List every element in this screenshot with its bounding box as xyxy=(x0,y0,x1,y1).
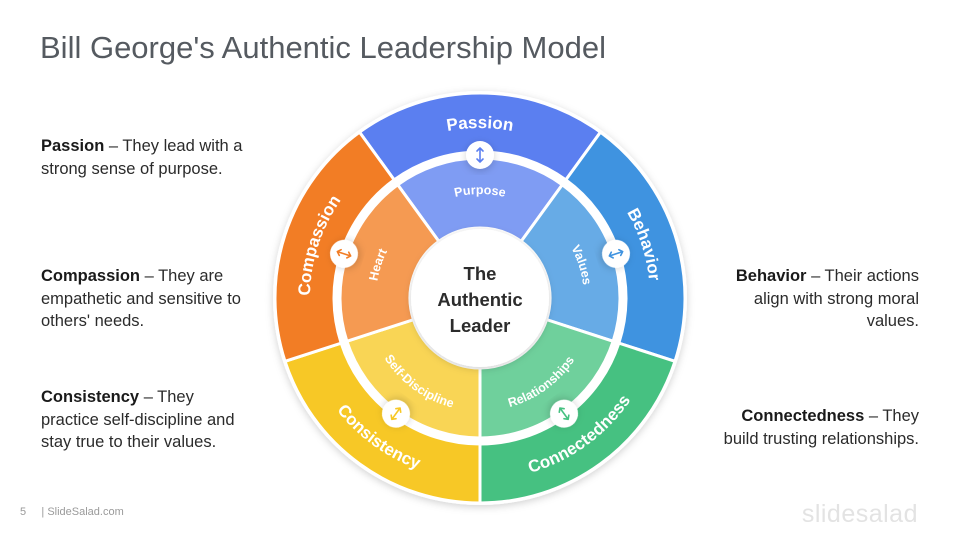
page-number: 5 xyxy=(20,506,27,518)
footer-site: | SlideSalad.com xyxy=(41,506,124,518)
compassion-term: Compassion xyxy=(41,267,141,285)
behavior-text: – Their actions align with strong moral … xyxy=(753,267,919,330)
consistency-description: Consistency – They practice self-discipl… xyxy=(41,386,241,454)
behavior-double-arrow-icon xyxy=(602,239,631,268)
consistency-double-arrow-icon xyxy=(381,399,410,428)
center-circle xyxy=(411,229,549,367)
center-title-line3: Leader xyxy=(450,315,511,336)
passion-inner-segment xyxy=(395,156,565,244)
compassion-inner-segment xyxy=(338,182,441,344)
behavior-term: Behavior xyxy=(735,267,807,285)
connectedness-double-arrow-icon xyxy=(550,399,579,428)
passion-outer-label: Passion xyxy=(445,113,515,135)
connectedness-term: Connectedness xyxy=(741,407,865,425)
consistency-inner-segment xyxy=(344,317,482,440)
brand-logo: slidesalad xyxy=(801,500,918,528)
center-title-line1: The xyxy=(464,263,497,284)
page-title: Bill George's Authentic Leadership Model xyxy=(40,30,606,65)
compassion-text: – They are empathetic and sensitive to o… xyxy=(41,267,241,330)
passion-text: – They lead with a strong sense of purpo… xyxy=(41,137,243,178)
connectedness-inner-segment xyxy=(478,317,616,440)
center-title-line2: Authentic xyxy=(437,289,522,310)
consistency-text: – They practice self-discipline and stay… xyxy=(41,388,235,451)
passion-description: Passion – They lead with a strong sense … xyxy=(41,135,261,180)
passion-inner-label: Purpose xyxy=(453,183,507,200)
behavior-inner-segment xyxy=(519,182,622,344)
connectedness-text: – They build trusting relationships. xyxy=(723,407,919,448)
compassion-description: Compassion – They are empathetic and sen… xyxy=(41,265,261,333)
compassion-double-arrow-icon xyxy=(329,239,358,268)
footer: 5 | SlideSalad.com xyxy=(20,506,124,518)
consistency-term: Consistency xyxy=(41,388,140,406)
passion-term: Passion xyxy=(41,137,105,155)
connectedness-description: Connectedness – They build trusting rela… xyxy=(719,405,919,450)
behavior-description: Behavior – Their actions align with stro… xyxy=(699,265,919,333)
passion-double-arrow-icon xyxy=(466,141,494,169)
